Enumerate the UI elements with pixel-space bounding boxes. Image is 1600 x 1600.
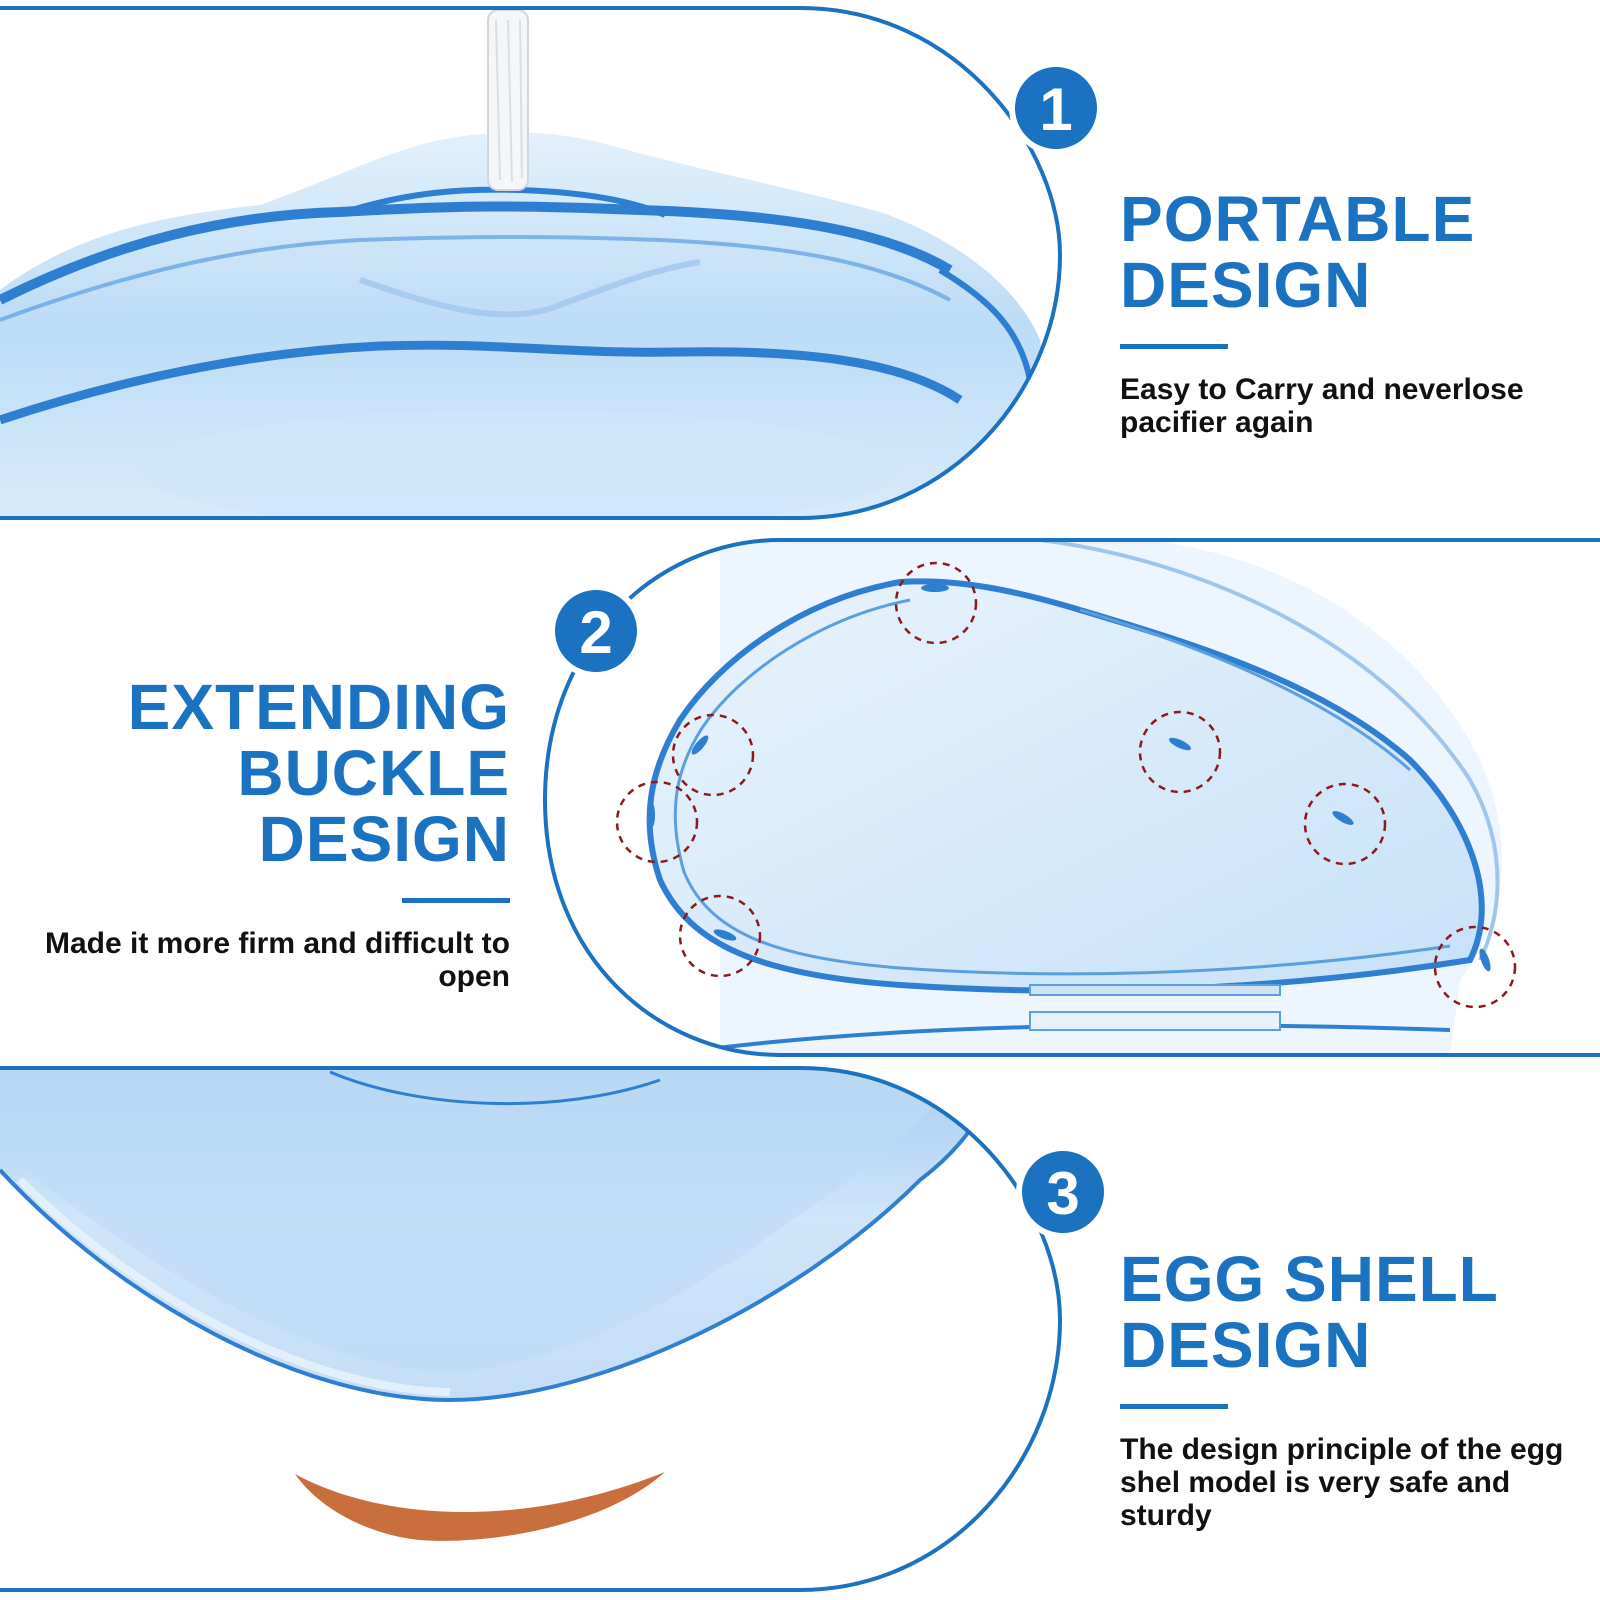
feature-title: EGG SHELL DESIGN (1120, 1246, 1580, 1378)
feature-portable-design: PORTABLE DESIGN Easy to Carry and neverl… (1120, 186, 1580, 439)
title-line: BUCKLE (237, 737, 510, 809)
case-buckle-image (615, 540, 1517, 1055)
title-line: DESIGN (258, 803, 510, 875)
feature-description: Easy to Carry and neverlose pacifier aga… (1120, 373, 1524, 439)
svg-text:2: 2 (579, 599, 612, 666)
case-shell-bottom-image (0, 1068, 1002, 1541)
panel-1-frame (0, 6, 1063, 520)
pacifier-edge (295, 1472, 665, 1541)
title-underline (1120, 1404, 1228, 1409)
feature-title: EXTENDING BUCKLE DESIGN (20, 674, 510, 872)
panel-3-frame (0, 1066, 1063, 1592)
buckle-marker-rings (615, 561, 1517, 1009)
title-line: EGG SHELL (1120, 1243, 1499, 1315)
title-underline (402, 898, 510, 903)
panel-buckle (542, 538, 1600, 1057)
feature-title: PORTABLE DESIGN (1120, 186, 1580, 318)
feature-buckle-design: EXTENDING BUCKLE DESIGN Made it more fir… (20, 674, 510, 993)
badge-1: 1 (1009, 61, 1103, 155)
panel-2-frame (542, 538, 1600, 1057)
panel-portable (0, 6, 1063, 520)
svg-text:3: 3 (1046, 1160, 1079, 1227)
feature-description: Made it more firm and difficult to open (44, 927, 510, 993)
badge-2: 2 (549, 584, 643, 678)
title-line: DESIGN (1120, 1309, 1372, 1381)
svg-text:1: 1 (1039, 76, 1072, 143)
title-line: EXTENDING (127, 671, 510, 743)
title-underline (1120, 344, 1228, 349)
lanyard-string (487, 9, 529, 191)
badge-3: 3 (1016, 1145, 1110, 1239)
feature-egg-shell-design: EGG SHELL DESIGN The design principle of… (1120, 1246, 1580, 1532)
case-lid-top-image (0, 9, 1060, 518)
panel-egg-shell (0, 1066, 1063, 1592)
feature-description: The design principle of the egg shel mod… (1120, 1433, 1564, 1532)
title-line: PORTABLE (1120, 183, 1476, 255)
title-line: DESIGN (1120, 249, 1372, 321)
